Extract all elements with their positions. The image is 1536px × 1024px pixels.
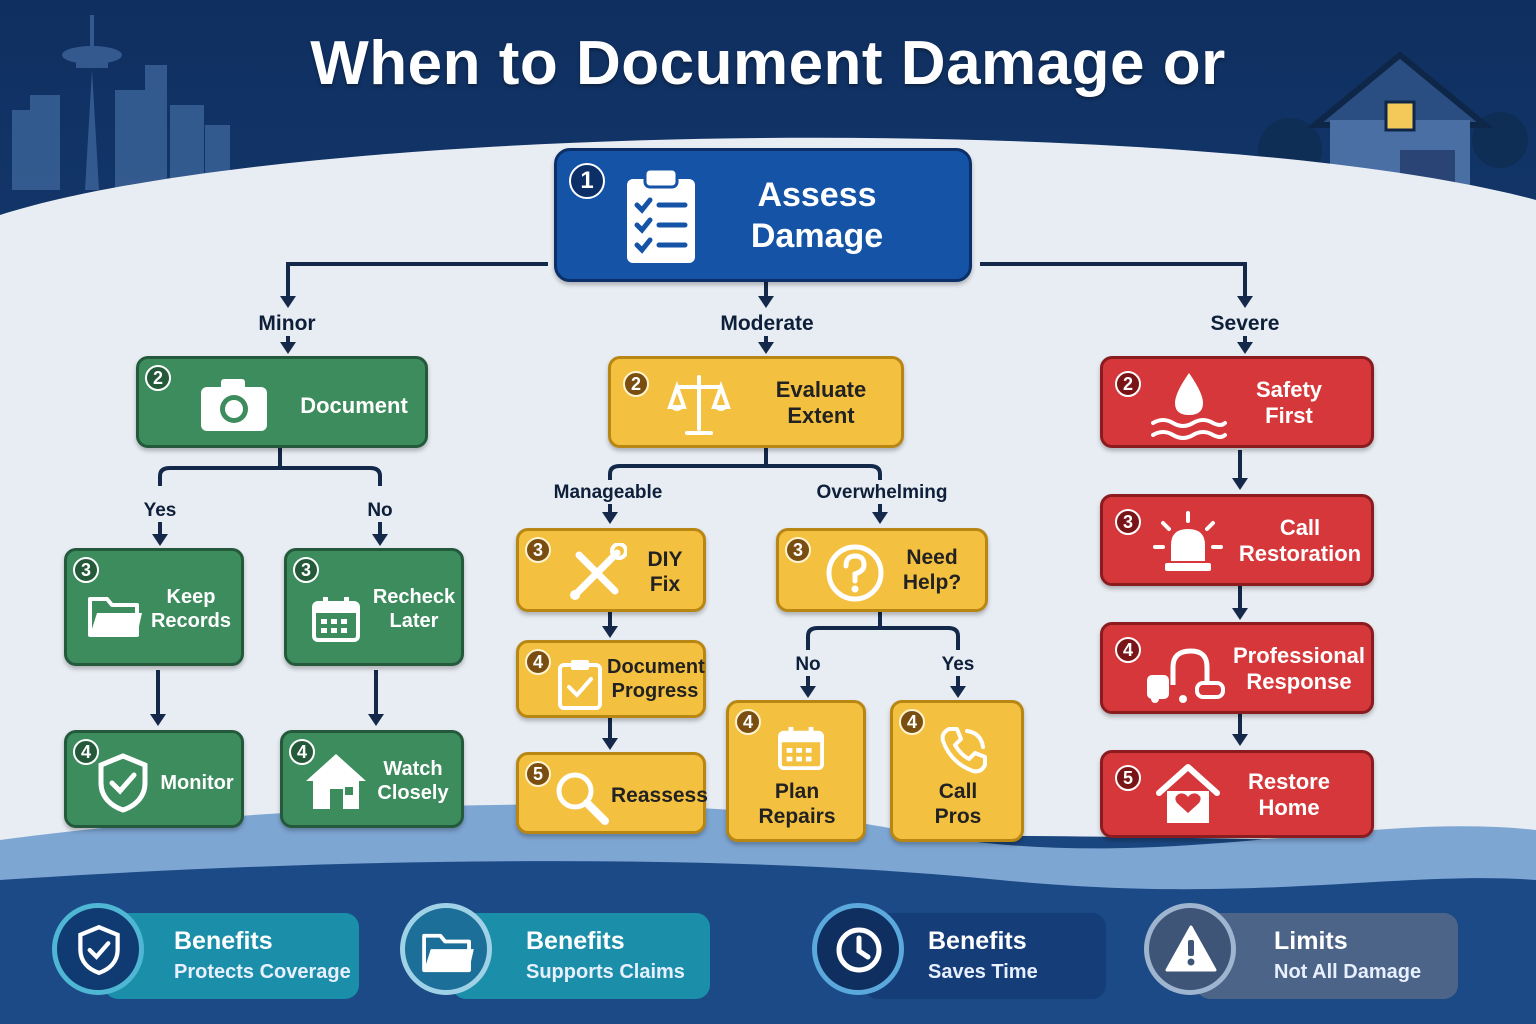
- footer-heading: Limits: [1274, 927, 1348, 955]
- node-label: Call Restoration: [1238, 515, 1362, 567]
- clock-icon: [836, 927, 882, 973]
- calendar-icon: [312, 597, 360, 642]
- tools-icon: [570, 543, 627, 600]
- reassess-node[interactable]: 5 Reassess: [516, 752, 708, 834]
- footer-heading: Benefits: [526, 927, 625, 955]
- step-number: 3: [785, 537, 811, 563]
- branch-label-no: No: [795, 654, 821, 675]
- monitor-node[interactable]: 4 Monitor: [64, 730, 244, 828]
- magnifier-icon: [556, 772, 609, 825]
- node-label: DIY Fix: [647, 548, 683, 597]
- phone-icon: [940, 727, 987, 774]
- page-title: When to Document Damage or: [310, 29, 1226, 98]
- node-label: Professional Response: [1232, 643, 1366, 695]
- footer-icon-circle: [52, 903, 144, 995]
- step-number: 5: [1115, 765, 1141, 791]
- camera-icon: [201, 379, 267, 431]
- branch-label-moderate: Moderate: [720, 312, 814, 335]
- step-number: 4: [525, 649, 551, 675]
- node-label: Plan Repairs: [758, 780, 836, 829]
- node-label: Monitor: [160, 772, 234, 794]
- branch-label-yes: Yes: [143, 500, 177, 521]
- footer-heading: Benefits: [928, 927, 1027, 955]
- branch-label-overwhelming: Overwhelming: [816, 482, 948, 503]
- node-label: Restore Home: [1248, 769, 1330, 821]
- node-label: Need Help?: [902, 546, 962, 595]
- step-number: 4: [73, 739, 99, 765]
- node-label: Safety First: [1255, 377, 1323, 429]
- branch-label-yes: Yes: [941, 654, 975, 675]
- warning-icon: [1165, 925, 1217, 972]
- step-number: 3: [73, 557, 99, 583]
- question-icon: [826, 544, 884, 602]
- footer-subtext: Protects Coverage: [174, 961, 351, 983]
- node-label: Assess Damage: [750, 176, 884, 255]
- diy-fix-node[interactable]: 3 DIY Fix: [516, 528, 706, 612]
- shield-check-icon: [98, 753, 148, 813]
- restore-home-node[interactable]: 5 Restore Home: [1100, 750, 1374, 838]
- plan-repairs-node[interactable]: 4 Plan Repairs: [726, 700, 866, 842]
- step-number: 3: [1115, 509, 1141, 535]
- calendar-icon: [778, 726, 824, 771]
- footer-subtext: Saves Time: [928, 961, 1038, 983]
- step-number: 3: [525, 537, 551, 563]
- need-help-node[interactable]: 3 Need Help?: [776, 528, 988, 612]
- footer-icon-circle: [1144, 903, 1236, 995]
- step-number: 4: [899, 709, 925, 735]
- node-label: Call Pros: [934, 780, 982, 829]
- footer-icon-circle: [400, 903, 492, 995]
- water-drop-icon: [1151, 373, 1227, 440]
- house-heart-icon: [1156, 764, 1220, 823]
- node-label: Evaluate Extent: [775, 377, 867, 429]
- branch-label-manageable: Manageable: [553, 482, 663, 503]
- step-number: 4: [1115, 637, 1141, 663]
- branch-label-no: No: [367, 500, 393, 521]
- branch-label-severe: Severe: [1210, 312, 1280, 335]
- alarm-light-icon: [1153, 511, 1223, 571]
- evaluate-extent-node[interactable]: 2 Evaluate Extent: [608, 356, 904, 448]
- vacuum-icon: [1147, 648, 1225, 703]
- footer-limit-not-all-damage: Limits Not All Damage: [1144, 903, 1458, 999]
- recheck-later-node[interactable]: 3 Recheck Later: [284, 548, 464, 666]
- node-label: Recheck Later: [372, 586, 456, 632]
- call-pros-node[interactable]: 4 Call Pros: [890, 700, 1024, 842]
- step-number: 2: [145, 365, 171, 391]
- safety-first-node[interactable]: 2 Safety First: [1100, 356, 1374, 448]
- footer-subtext: Supports Claims: [526, 961, 685, 983]
- node-label: Reassess: [611, 784, 708, 807]
- step-number: 4: [735, 709, 761, 735]
- shield-check-icon: [78, 924, 120, 976]
- step-number: 2: [1115, 371, 1141, 397]
- watch-closely-node[interactable]: 4 Watch Closely: [280, 730, 464, 828]
- call-restoration-node[interactable]: 3 Call Restoration: [1100, 494, 1374, 586]
- step-number: 3: [293, 557, 319, 583]
- node-label: Document Progress: [607, 656, 705, 702]
- assess-damage-node[interactable]: 1 Assess Damage: [554, 148, 972, 282]
- footer-icon-circle: [812, 903, 904, 995]
- scales-icon: [667, 375, 731, 435]
- document-progress-node[interactable]: 4 Document Progress: [516, 640, 706, 718]
- professional-response-node[interactable]: 4 Professional Response: [1100, 622, 1374, 714]
- footer-benefit-supports-claims: Benefits Supports Claims: [400, 903, 710, 999]
- folder-icon: [88, 597, 142, 637]
- document-node[interactable]: 2 Document: [136, 356, 428, 448]
- house-icon: [306, 754, 366, 809]
- step-number: 1: [569, 163, 605, 199]
- footer-benefit-saves-time: Benefits Saves Time: [812, 903, 1106, 999]
- keep-records-node[interactable]: 3 Keep Records: [64, 548, 244, 666]
- node-label: Document: [300, 393, 408, 418]
- clipboard-checklist-icon: [627, 167, 695, 263]
- step-number: 4: [289, 739, 315, 765]
- clipboard-check-icon: [558, 660, 602, 710]
- footer-heading: Benefits: [174, 927, 273, 955]
- node-label: Keep Records: [150, 586, 232, 632]
- step-number: 2: [623, 371, 649, 397]
- step-number: 5: [525, 761, 551, 787]
- folder-icon: [422, 933, 474, 973]
- node-label: Watch Closely: [377, 758, 449, 804]
- footer-subtext: Not All Damage: [1274, 961, 1422, 983]
- branch-label-minor: Minor: [258, 312, 316, 335]
- footer-benefit-protects-coverage: Benefits Protects Coverage: [52, 903, 359, 999]
